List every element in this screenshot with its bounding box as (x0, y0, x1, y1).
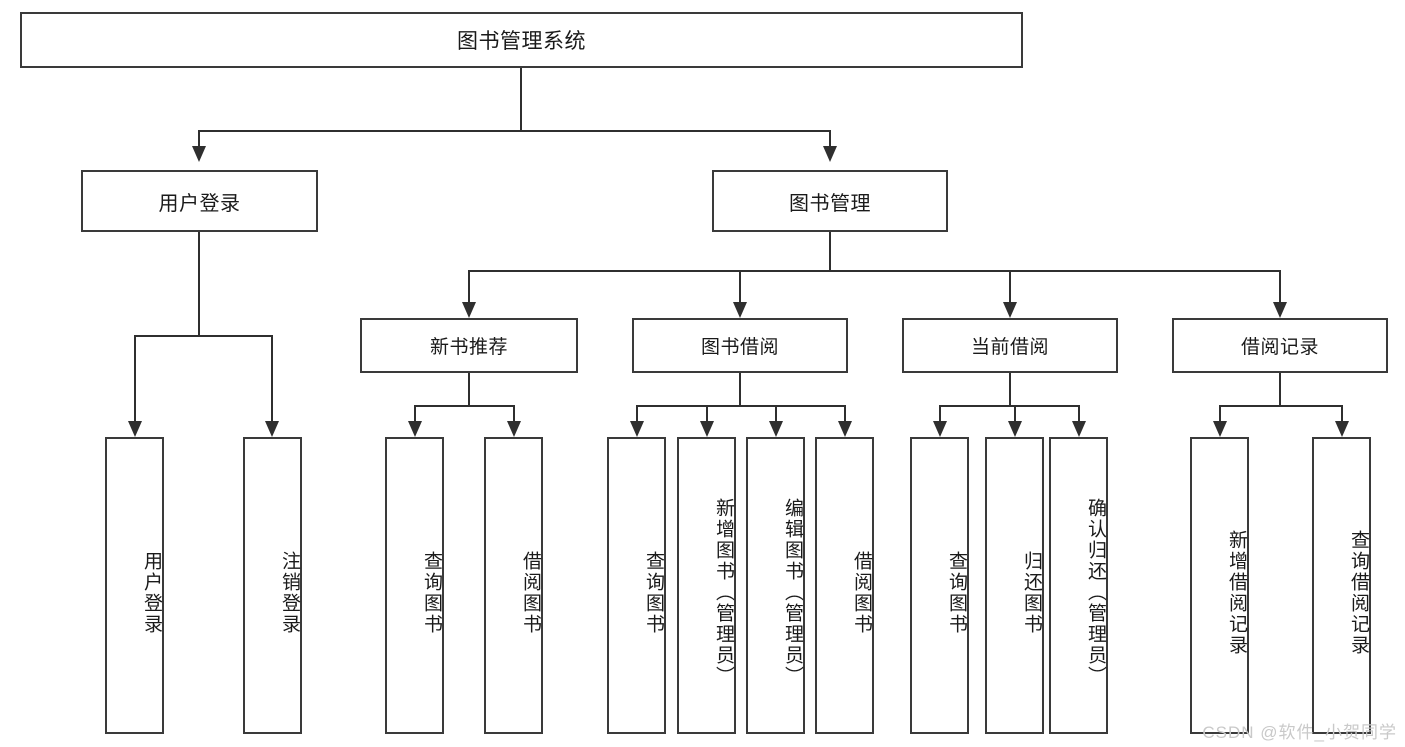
edge-book-manage-drop-4 (1279, 270, 1281, 302)
node-book-manage[interactable]: 图书管理 (712, 170, 948, 232)
node-borrow-record-label: 借阅记录 (1240, 337, 1319, 358)
edge-new-book-recommend-stem (468, 373, 470, 405)
node-leaf-user-login[interactable]: 用户登录 (105, 437, 164, 734)
edge-book-borrow-drop-3 (775, 405, 777, 421)
edge-user-login-drop-1 (134, 335, 136, 421)
node-book-manage-label: 图书管理 (789, 192, 871, 215)
edge-book-borrow-drop-4 (844, 405, 846, 421)
edge-root-stem (520, 68, 522, 130)
edge-book-manage-drop-3 (1009, 270, 1011, 302)
arrow-root-to-book-manage (823, 146, 837, 162)
edge-current-borrow-drop-2 (1014, 405, 1016, 421)
node-leaf-user-logout[interactable]: 注销登录 (243, 437, 302, 734)
node-leaf-query-book-recommend-label: 查询图书 (421, 550, 442, 635)
edge-root-to-user-login (198, 130, 200, 146)
node-leaf-confirm-return[interactable]: 确认归还（管理员） (1049, 437, 1108, 734)
node-new-book-recommend[interactable]: 新书推荐 (360, 318, 578, 373)
node-leaf-edit-book[interactable]: 编辑图书（管理员） (746, 437, 805, 734)
node-leaf-query-book-borrow[interactable]: 查询图书 (607, 437, 666, 734)
csdn-watermark: CSDN @软件_小贺同学 (1202, 723, 1397, 742)
edge-borrow-record-bus (1219, 405, 1342, 407)
edge-current-borrow-drop-3 (1078, 405, 1080, 421)
node-leaf-query-book-current-label: 查询图书 (946, 550, 967, 635)
edge-book-manage-stem (829, 232, 831, 270)
node-leaf-borrow-book[interactable]: 借阅图书 (815, 437, 874, 734)
node-book-borrow[interactable]: 图书借阅 (632, 318, 848, 373)
node-leaf-user-logout-label: 注销登录 (279, 550, 300, 635)
arrow-book-borrow-leaf-2 (700, 421, 714, 437)
edge-root-bus (198, 130, 830, 132)
edge-borrow-record-drop-2 (1341, 405, 1343, 421)
edge-book-manage-drop-2 (739, 270, 741, 302)
arrow-book-borrow-leaf-3 (769, 421, 783, 437)
node-leaf-query-borrow-record-label: 查询借阅记录 (1348, 529, 1369, 656)
edge-book-borrow-drop-1 (636, 405, 638, 421)
edge-new-book-recommend-drop-2 (513, 405, 515, 421)
node-leaf-query-book-borrow-label: 查询图书 (643, 550, 664, 635)
arrow-current-borrow-leaf-3 (1072, 421, 1086, 437)
node-leaf-query-borrow-record[interactable]: 查询借阅记录 (1312, 437, 1371, 734)
arrow-current-borrow-leaf-1 (933, 421, 947, 437)
edge-borrow-record-drop-1 (1219, 405, 1221, 421)
arrow-book-borrow-leaf-1 (630, 421, 644, 437)
arrow-book-borrow-leaf-4 (838, 421, 852, 437)
node-leaf-borrow-book-label: 借阅图书 (851, 550, 872, 635)
edge-current-borrow-stem (1009, 373, 1011, 405)
edge-book-borrow-bus (636, 405, 844, 407)
arrow-current-borrow-leaf-2 (1008, 421, 1022, 437)
node-leaf-borrow-book-recommend-label: 借阅图书 (520, 550, 541, 635)
arrow-root-to-user-login (192, 146, 206, 162)
arrow-borrow-record-leaf-2 (1335, 421, 1349, 437)
edge-book-borrow-stem (739, 373, 741, 405)
node-leaf-add-book-label: 新增图书（管理员） (713, 498, 734, 687)
node-leaf-return-book-label: 归还图书 (1021, 550, 1042, 635)
arrow-user-login-leaf-2 (265, 421, 279, 437)
node-leaf-query-book-current[interactable]: 查询图书 (910, 437, 969, 734)
arrow-book-manage-g3 (1003, 302, 1017, 318)
edge-new-book-recommend-bus (414, 405, 514, 407)
node-leaf-return-book[interactable]: 归还图书 (985, 437, 1044, 734)
arrow-new-book-recommend-leaf-2 (507, 421, 521, 437)
node-leaf-add-book[interactable]: 新增图书（管理员） (677, 437, 736, 734)
node-leaf-confirm-return-label: 确认归还（管理员） (1085, 498, 1106, 687)
edge-user-login-stem (198, 232, 200, 335)
arrow-book-manage-g4 (1273, 302, 1287, 318)
edge-user-login-bus (134, 335, 272, 337)
node-user-login[interactable]: 用户登录 (81, 170, 318, 232)
edge-current-borrow-drop-1 (939, 405, 941, 421)
arrow-book-manage-g1 (462, 302, 476, 318)
edge-new-book-recommend-drop-1 (414, 405, 416, 421)
edge-root-to-book-manage (829, 130, 831, 146)
node-leaf-add-borrow-record[interactable]: 新增借阅记录 (1190, 437, 1249, 734)
node-leaf-user-login-label: 用户登录 (141, 550, 162, 635)
node-leaf-edit-book-label: 编辑图书（管理员） (782, 498, 803, 687)
node-leaf-add-borrow-record-label: 新增借阅记录 (1226, 529, 1247, 656)
node-user-login-label: 用户登录 (158, 192, 241, 215)
edge-book-manage-bus (468, 270, 1280, 272)
arrow-book-manage-g2 (733, 302, 747, 318)
node-current-borrow-label: 当前借阅 (970, 337, 1049, 358)
arrow-new-book-recommend-leaf-1 (408, 421, 422, 437)
node-root-system-label: 图书管理系统 (457, 30, 586, 53)
node-book-borrow-label: 图书借阅 (700, 337, 779, 358)
node-leaf-query-book-recommend[interactable]: 查询图书 (385, 437, 444, 734)
node-root-system[interactable]: 图书管理系统 (20, 12, 1023, 68)
edge-current-borrow-bus (939, 405, 1079, 407)
node-leaf-borrow-book-recommend[interactable]: 借阅图书 (484, 437, 543, 734)
node-borrow-record[interactable]: 借阅记录 (1172, 318, 1388, 373)
edge-borrow-record-stem (1279, 373, 1281, 405)
node-current-borrow[interactable]: 当前借阅 (902, 318, 1118, 373)
arrow-user-login-leaf-1 (128, 421, 142, 437)
edge-book-borrow-drop-2 (706, 405, 708, 421)
arrow-borrow-record-leaf-1 (1213, 421, 1227, 437)
edge-book-manage-drop-1 (468, 270, 470, 302)
node-new-book-recommend-label: 新书推荐 (429, 337, 508, 358)
edge-user-login-drop-2 (271, 335, 273, 421)
